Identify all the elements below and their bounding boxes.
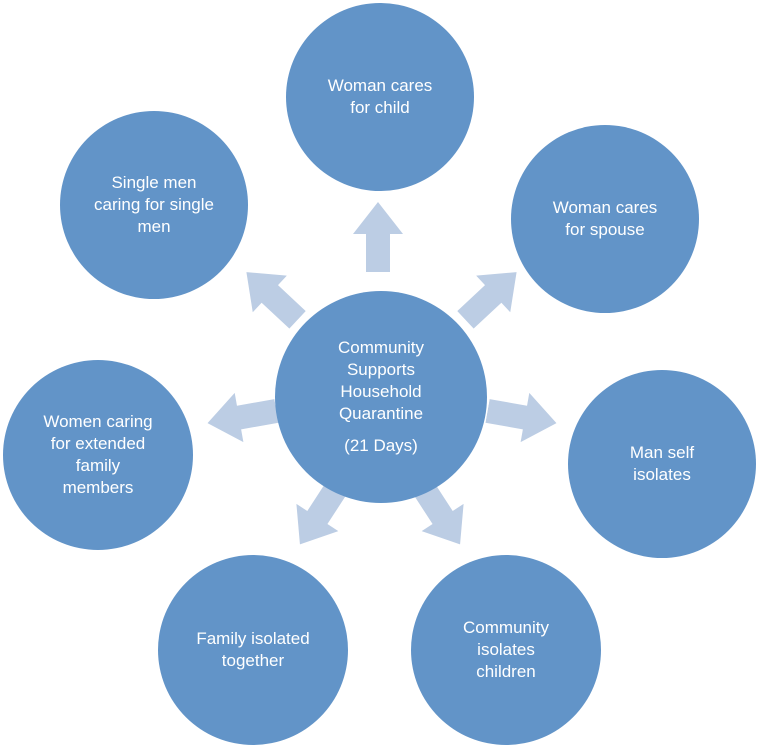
- arrow-to-family: [279, 472, 359, 558]
- node-single-men-caring: Single men caring for single men: [60, 111, 248, 299]
- arrow-to-child: [353, 202, 403, 272]
- arrow-to-man: [483, 386, 561, 447]
- node-community-isolates-children: Community isolates children: [411, 555, 601, 745]
- node-label: Man self isolates: [629, 443, 695, 484]
- node-label: Community isolates children: [463, 618, 549, 681]
- node-family-isolated-together: Family isolated together: [158, 555, 348, 745]
- node-label: Women caring for extended family members: [43, 412, 153, 497]
- arrow-to-single: [229, 254, 314, 338]
- arrow-to-community: [401, 472, 481, 558]
- node-label: Family isolated together: [196, 629, 310, 670]
- node-label: Single men caring for single men: [93, 173, 214, 236]
- arrow-to-spouse: [448, 254, 533, 338]
- center-label: Community Supports Household Quarantine: [338, 338, 424, 423]
- node-man-self-isolates: Man self isolates: [568, 370, 756, 558]
- node-label: Woman cares for spouse: [552, 198, 658, 239]
- arrow-to-women: [203, 386, 281, 447]
- node-label: Woman cares for child: [327, 76, 433, 117]
- node-woman-cares-for-spouse: Woman cares for spouse: [511, 125, 699, 313]
- center-node: Community Supports Household Quarantine …: [275, 291, 487, 503]
- center-duration: (21 Days): [344, 436, 418, 455]
- node-woman-cares-for-child: Woman cares for child: [286, 3, 474, 191]
- node-women-caring-extended-family: Women caring for extended family members: [3, 360, 193, 550]
